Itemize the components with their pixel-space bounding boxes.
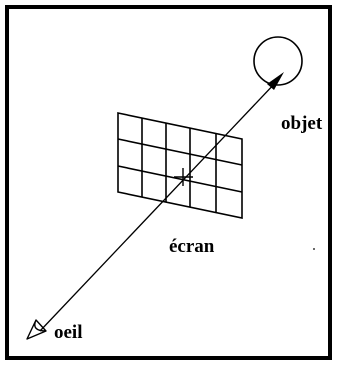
screen-row-line — [117, 138, 243, 166]
stray-dot — [313, 248, 315, 250]
label-screen: écran — [169, 236, 215, 257]
label-object: objet — [281, 113, 323, 134]
object-circle — [253, 36, 303, 86]
label-eye: oeil — [54, 322, 83, 343]
ray-arrowhead — [267, 72, 284, 90]
screen-row-line — [117, 165, 243, 193]
diagram-frame — [5, 5, 332, 360]
screen-intersection-marker — [174, 168, 193, 186]
eye-icon — [26, 319, 47, 340]
sight-ray — [39, 79, 279, 332]
screen-grid — [117, 112, 243, 219]
screen-outline — [117, 112, 243, 219]
